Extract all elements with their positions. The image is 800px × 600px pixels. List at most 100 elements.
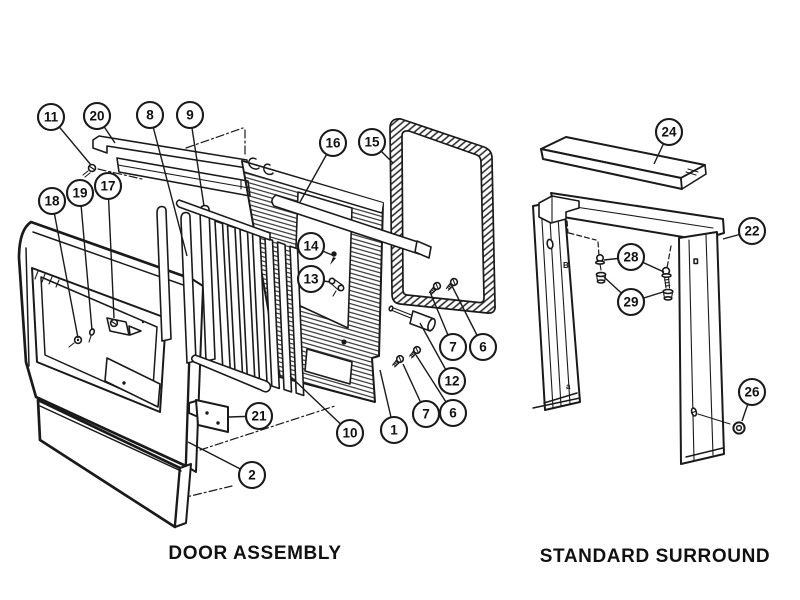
handle-recess-plate [104, 357, 161, 408]
callout-17-8: 17 [93, 171, 123, 319]
standard-surround-group: B a [532, 136, 746, 465]
callout-circle [36, 102, 66, 132]
baffle-plate [304, 348, 353, 385]
ash-drawer [36, 398, 192, 529]
leader-line [79, 192, 93, 331]
front-door-panel [17, 220, 204, 473]
leader-line [51, 200, 79, 339]
callout-circle [437, 366, 467, 396]
callout-21-11: 21 [228, 401, 274, 431]
callout-16-4: 16 [299, 128, 348, 203]
callout-number: 11 [44, 110, 59, 125]
callout-circle [296, 264, 326, 294]
callout-6-16: 6 [451, 285, 498, 362]
callout-circle [318, 128, 348, 158]
callout-7-18: 7 [402, 363, 441, 429]
callout-8-2: 8 [135, 100, 188, 257]
callout-1-13: 1 [379, 369, 409, 445]
door-window-outer-rim [31, 267, 167, 413]
roller-spacer [388, 305, 436, 332]
callout-15-5: 15 [357, 127, 394, 164]
callout-number: 8 [146, 108, 154, 123]
callout-number: 17 [100, 179, 115, 194]
callout-circle [237, 460, 267, 490]
callout-circle [335, 418, 365, 448]
callout-number: 15 [364, 135, 380, 150]
callout-22-21: 22 [722, 216, 767, 246]
hinge-hook-2 [263, 163, 274, 176]
screw-upper-right [445, 277, 459, 291]
surround-dash-lines [566, 220, 672, 269]
callout-number: 24 [661, 125, 677, 140]
callout-7-15: 7 [429, 291, 468, 362]
moulding-screw [82, 163, 97, 178]
cup-washer-right [662, 288, 674, 301]
hole-label-a: a [566, 382, 571, 391]
callout-circle [737, 216, 767, 246]
callout-circle [468, 332, 498, 362]
callout-13-10: 13 [296, 264, 331, 294]
callout-number: 7 [422, 407, 430, 422]
leader-line [149, 114, 188, 257]
callout-number: 2 [248, 468, 256, 483]
fixing-bracket [188, 399, 229, 433]
callout-circle [82, 101, 112, 131]
callout-circle [296, 231, 326, 261]
callout-circle [438, 398, 468, 428]
callout-number: 19 [72, 186, 87, 201]
callout-20-1: 20 [82, 101, 116, 144]
callout-28-22: 28 [603, 242, 665, 273]
callout-10-12: 10 [289, 375, 365, 448]
callout-11-0: 11 [36, 102, 92, 166]
door-assembly-label: DOOR ASSEMBLY [168, 543, 341, 564]
leader-line [189, 114, 205, 207]
callout-18-6: 18 [37, 186, 79, 339]
glass-retainer-strips [156, 204, 216, 364]
callout-26-24: 26 [737, 377, 767, 422]
callout-circle [135, 100, 165, 130]
callout-number: 9 [186, 108, 194, 123]
frame-right-leg [678, 231, 725, 465]
callout-number: 22 [744, 224, 759, 239]
callout-number: 13 [303, 272, 319, 287]
callout-14-9: 14 [296, 231, 333, 261]
door-handle-bar [271, 194, 432, 259]
surround-frame: B a [532, 192, 725, 465]
callout-number: 7 [449, 340, 457, 355]
callout-circle [357, 127, 387, 157]
alignment-dash-lines [97, 127, 336, 500]
callout-number: 1 [390, 423, 398, 438]
callout-number: 16 [325, 136, 341, 151]
hole-label-b: B [563, 261, 569, 270]
callout-circle [379, 415, 409, 445]
callout-6-19: 6 [415, 354, 468, 428]
latch-clip [328, 277, 345, 297]
screw-lower-right [409, 345, 422, 359]
callout-circle [737, 377, 767, 407]
panel-hole [341, 339, 347, 345]
callout-circle [616, 242, 646, 272]
callout-number: 18 [44, 194, 60, 209]
screw-upper-left [428, 281, 442, 295]
standard-surround-label: STANDARD SURROUND [540, 546, 770, 567]
hinge-hook [248, 157, 260, 170]
callout-29-23: 29 [603, 276, 664, 317]
callout-number: 26 [744, 385, 760, 400]
callout-circle [654, 117, 684, 147]
callout-9-3: 9 [175, 100, 205, 207]
callout-number: 20 [89, 109, 104, 124]
callout-circle [37, 186, 67, 216]
callout-number: 6 [449, 406, 457, 421]
shelf-bracket [538, 195, 580, 224]
callout-2-14: 2 [187, 441, 267, 490]
grille-top-rail [175, 199, 271, 241]
callout-circle [175, 100, 205, 130]
callout-circle [244, 401, 274, 431]
callout-number: 29 [623, 295, 638, 310]
retaining-nut [690, 407, 746, 435]
fixing-screw-right [661, 266, 672, 289]
callout-circle [65, 178, 95, 208]
callout-24-20: 24 [653, 117, 684, 165]
